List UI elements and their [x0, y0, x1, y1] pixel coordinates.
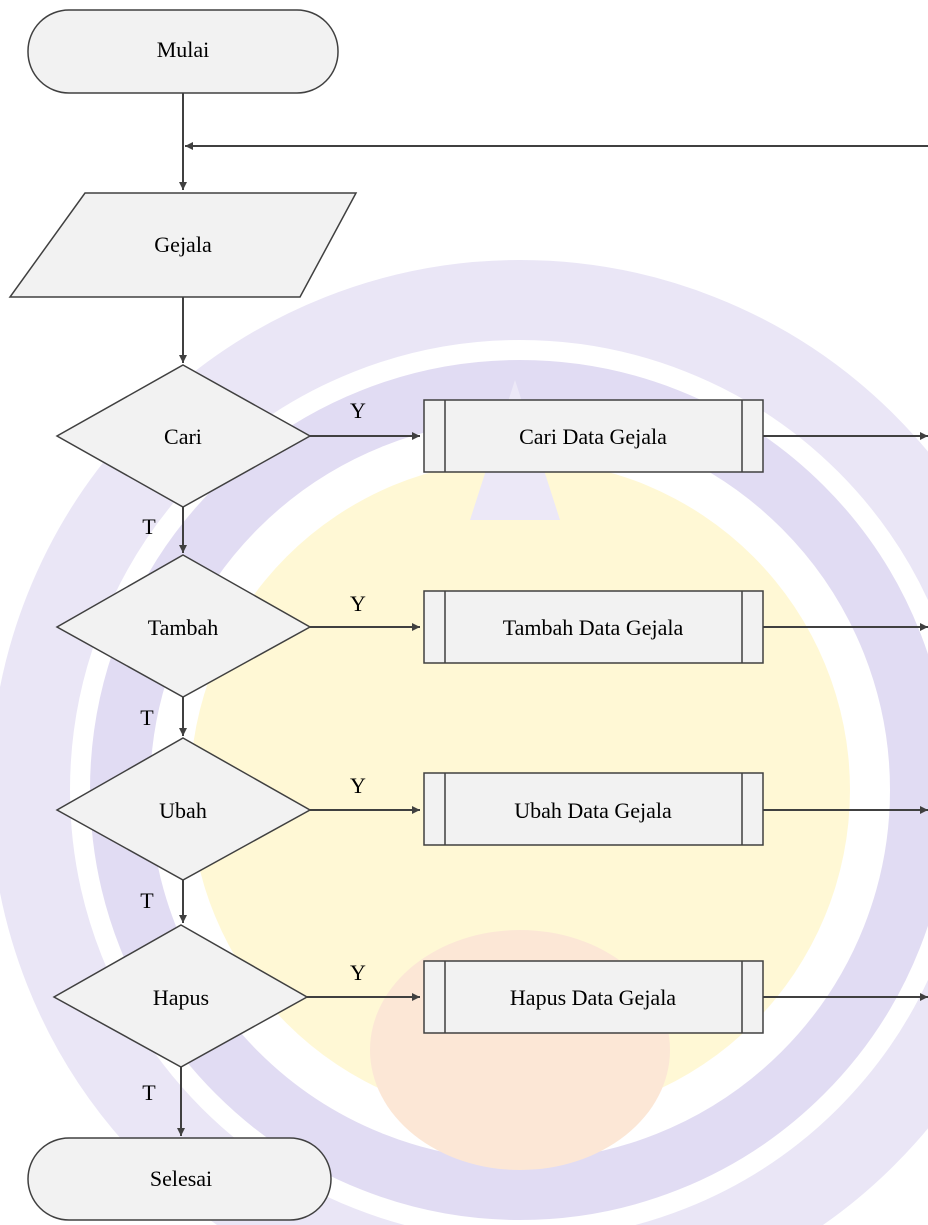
decision-hapus-label: Hapus — [153, 985, 209, 1010]
process-tambah-label: Tambah Data Gejala — [503, 615, 684, 640]
decision-ubah-label: Ubah — [159, 798, 207, 823]
cari-yes-label: Y — [350, 398, 366, 423]
ubah-no-label: T — [140, 888, 154, 913]
process-cari-data-gejala: Cari Data Gejala — [423, 399, 764, 473]
cari-no-label: T — [142, 514, 156, 539]
process-cari-label: Cari Data Gejala — [519, 424, 667, 449]
input-parallelogram: Gejala — [8, 192, 358, 298]
process-tambah-data-gejala: Tambah Data Gejala — [423, 590, 764, 664]
decision-tambah-label: Tambah — [148, 615, 219, 640]
input-label: Gejala — [154, 232, 212, 257]
decision-tambah: Tambah — [55, 554, 312, 698]
process-ubah-data-gejala: Ubah Data Gejala — [423, 772, 764, 846]
end-terminator: Selesai — [27, 1137, 332, 1221]
start-terminator: Mulai — [27, 9, 339, 94]
tambah-yes-label: Y — [350, 591, 366, 616]
end-label: Selesai — [150, 1166, 212, 1191]
hapus-yes-label: Y — [350, 960, 366, 985]
process-hapus-label: Hapus Data Gejala — [510, 985, 676, 1010]
start-label: Mulai — [157, 37, 210, 62]
process-ubah-label: Ubah Data Gejala — [514, 798, 672, 823]
tambah-no-label: T — [140, 705, 154, 730]
decision-cari-label: Cari — [164, 424, 202, 449]
hapus-no-label: T — [142, 1080, 156, 1105]
ubah-yes-label: Y — [350, 773, 366, 798]
process-hapus-data-gejala: Hapus Data Gejala — [423, 960, 764, 1034]
